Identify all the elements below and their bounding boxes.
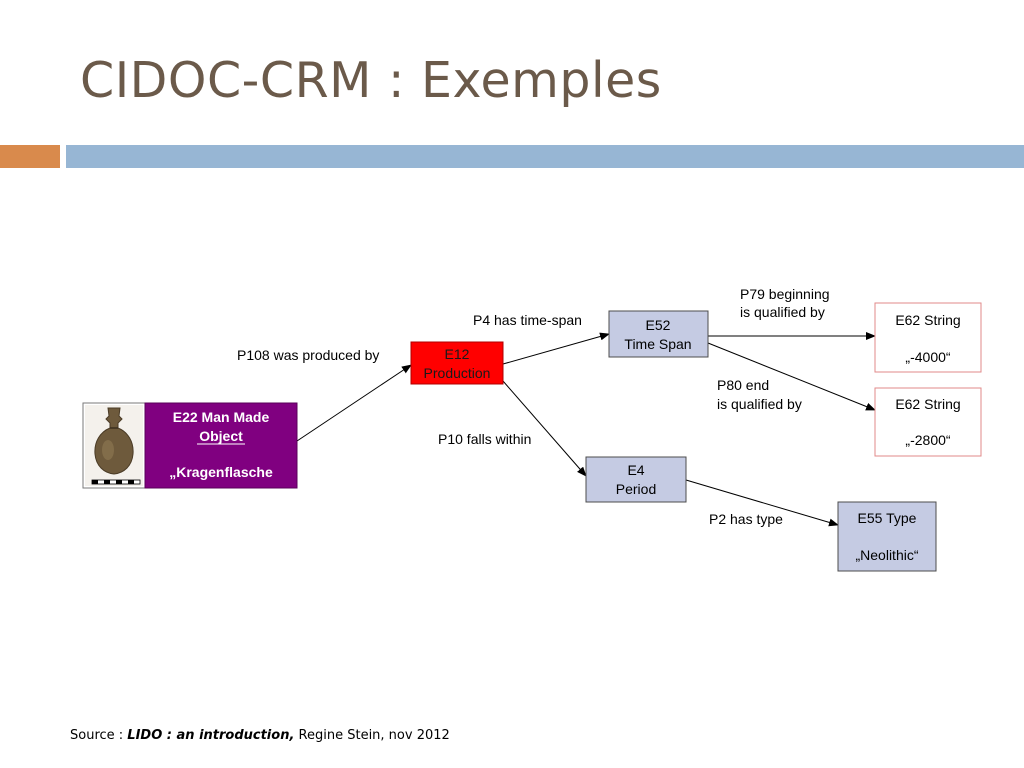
node-e55-line1: E55 Type bbox=[858, 510, 917, 526]
edge-label-p10: P10 falls within bbox=[438, 431, 531, 447]
source-prefix: Source : bbox=[70, 728, 128, 743]
source-author-date: Regine Stein, nov 2012 bbox=[294, 728, 450, 743]
edge-label-p108: P108 was produced by bbox=[237, 347, 379, 363]
edge-p108 bbox=[296, 364, 412, 442]
node-e62a-line2: „-4000“ bbox=[905, 349, 950, 365]
node-e52-time-span: E52 Time Span bbox=[608, 310, 709, 358]
node-e4-period: E4 Period bbox=[585, 456, 687, 503]
node-e62-string-begin: E62 String „-4000“ bbox=[874, 302, 982, 373]
node-e52-line2: Time Span bbox=[624, 336, 691, 352]
accent-bar-orange bbox=[0, 145, 60, 168]
node-e22-line3: „Kragenflasche bbox=[169, 464, 273, 480]
node-e62b-line2: „-2800“ bbox=[905, 432, 950, 448]
edge-p4 bbox=[502, 332, 610, 365]
node-e52-line1: E52 bbox=[646, 317, 671, 333]
edge-label-p80-line1: P80 end bbox=[717, 377, 769, 393]
edge-p80 bbox=[707, 342, 876, 411]
slide-title: CIDOC-CRM : Exemples bbox=[80, 52, 662, 109]
edge-p10 bbox=[502, 380, 587, 477]
accent-bar-blue bbox=[66, 145, 1024, 168]
edge-label-p80-line2: is qualified by bbox=[717, 396, 802, 412]
node-e62-string-end: E62 String „-2800“ bbox=[874, 387, 982, 457]
node-e4-line1: E4 bbox=[627, 462, 644, 478]
node-e12-line1: E12 bbox=[445, 346, 470, 362]
node-e4-line2: Period bbox=[616, 481, 656, 497]
edge-p2 bbox=[685, 479, 839, 527]
node-e22-line2: Object bbox=[199, 428, 243, 444]
node-e12-production: E12 Production bbox=[410, 341, 504, 385]
node-e22-man-made-object: E22 Man Made Object „Kragenflasche bbox=[144, 402, 298, 489]
source-work-title: LIDO : an introduction, bbox=[127, 728, 295, 743]
edge-label-p79-line2: is qualified by bbox=[740, 304, 825, 320]
ceramic-flask-photo bbox=[82, 402, 146, 489]
node-e62a-line1: E62 String bbox=[895, 312, 960, 328]
node-e22-line1: E22 Man Made bbox=[173, 409, 270, 425]
edge-label-p2: P2 has type bbox=[709, 511, 783, 527]
source-citation: Source : LIDO : an introduction, Regine … bbox=[70, 728, 450, 743]
node-e55-type: E55 Type „Neolithic“ bbox=[837, 501, 937, 572]
node-e55-line2: „Neolithic“ bbox=[855, 547, 918, 563]
node-e12-line2: Production bbox=[424, 365, 491, 381]
edge-label-p79-line1: P79 beginning bbox=[740, 286, 830, 302]
edge-label-p4: P4 has time-span bbox=[473, 312, 582, 328]
node-e62b-line1: E62 String bbox=[895, 396, 960, 412]
